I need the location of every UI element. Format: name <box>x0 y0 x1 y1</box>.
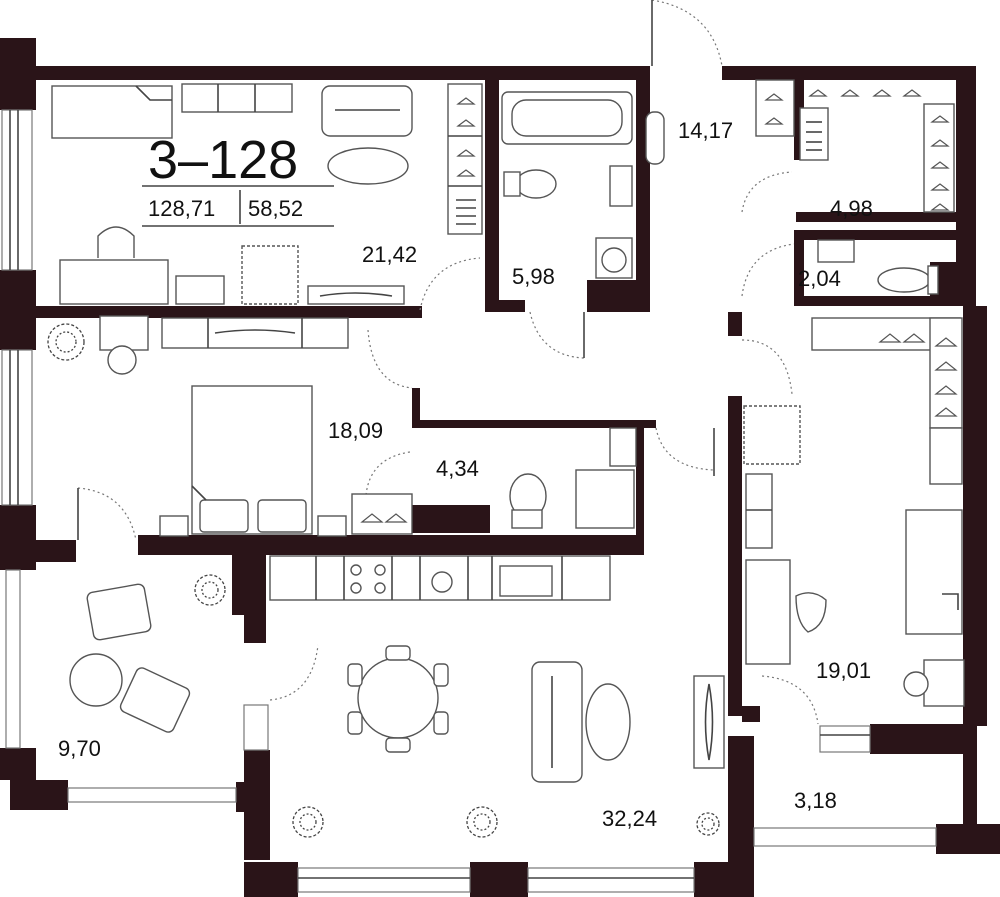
room-area-balcony-left: 9,70 <box>58 736 101 761</box>
room-area-bedroom-mid: 18,09 <box>328 418 383 443</box>
room-area-bath-main: 5,98 <box>512 264 555 289</box>
room-area-labels: 21,42 5,98 14,17 4,98 2,04 18,09 4,34 19… <box>58 118 873 831</box>
room-area-bath-small: 4,34 <box>436 456 479 481</box>
furniture-living-kitchen <box>269 555 725 838</box>
furniture-bedroom-top <box>51 83 483 305</box>
room-area-wc: 2,04 <box>798 266 841 291</box>
total-area: 128,71 <box>148 196 215 221</box>
room-area-corridor: 14,17 <box>678 118 733 143</box>
room-area-wardrobe: 4,98 <box>830 196 873 221</box>
furniture-bedroom-right <box>743 317 965 707</box>
furniture-bath-main <box>501 91 665 279</box>
furniture-balcony-left <box>69 574 226 733</box>
windows <box>1 109 937 893</box>
room-area-balcony-right: 3,18 <box>794 788 837 813</box>
room-area-bedroom-right: 19,01 <box>816 658 871 683</box>
room-area-bedroom-top: 21,42 <box>362 242 417 267</box>
plan-header: 3–128 128,71 58,52 <box>142 130 334 227</box>
room-area-living-kitchen: 32,24 <box>602 806 657 831</box>
apartment-code: 3–128 <box>148 130 298 190</box>
walls <box>0 38 1000 897</box>
doors <box>77 0 819 725</box>
furniture-bath-small <box>509 427 637 529</box>
living-area: 58,52 <box>248 196 303 221</box>
furniture-wardrobe-room <box>755 79 955 295</box>
furniture-bedroom-mid <box>47 315 413 537</box>
